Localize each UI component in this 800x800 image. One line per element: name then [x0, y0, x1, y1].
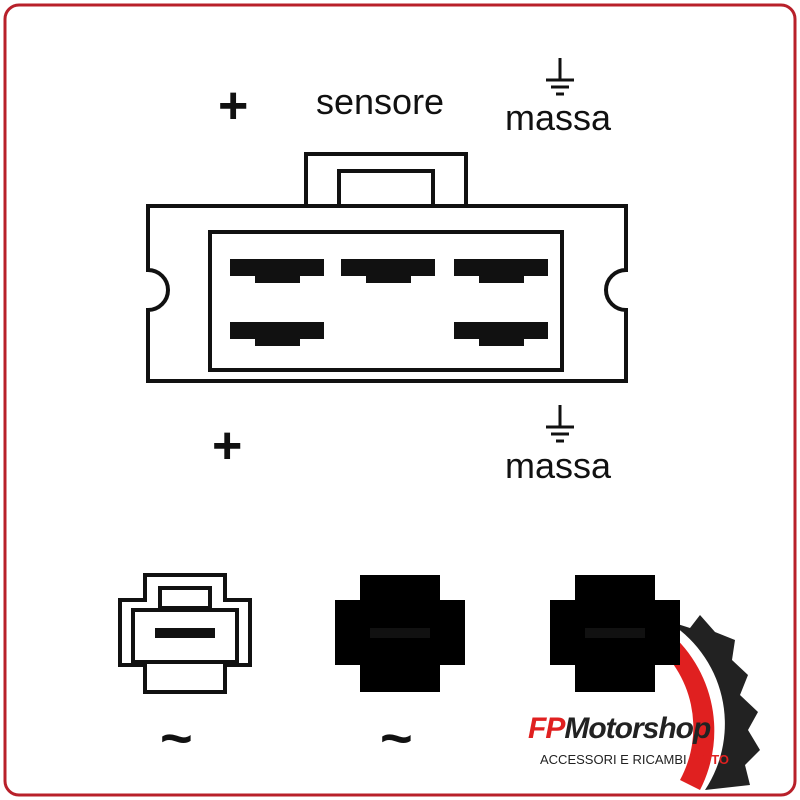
main-connector-cavity: [208, 230, 564, 372]
label-ac-2: ~: [380, 706, 413, 769]
small-connector: [118, 573, 252, 694]
label-ac-1: ~: [160, 706, 193, 769]
logo-brand: FPMotorshop: [528, 712, 711, 745]
label-positive-top: +: [218, 77, 249, 135]
label-ground-bottom: massa: [505, 445, 612, 486]
main-connector-body: [146, 204, 628, 383]
ground-icon: [546, 58, 574, 96]
label-positive-bottom: +: [212, 417, 243, 475]
label-ground-top: massa: [505, 97, 612, 138]
ground-icon: [546, 405, 574, 443]
main-connector-latch: [304, 152, 468, 206]
logo-tagline: ACCESSORI E RICAMBI MOTO: [540, 752, 730, 767]
frame-border: [3, 3, 797, 797]
pins: [155, 259, 645, 638]
label-sensor: sensore: [316, 81, 445, 122]
